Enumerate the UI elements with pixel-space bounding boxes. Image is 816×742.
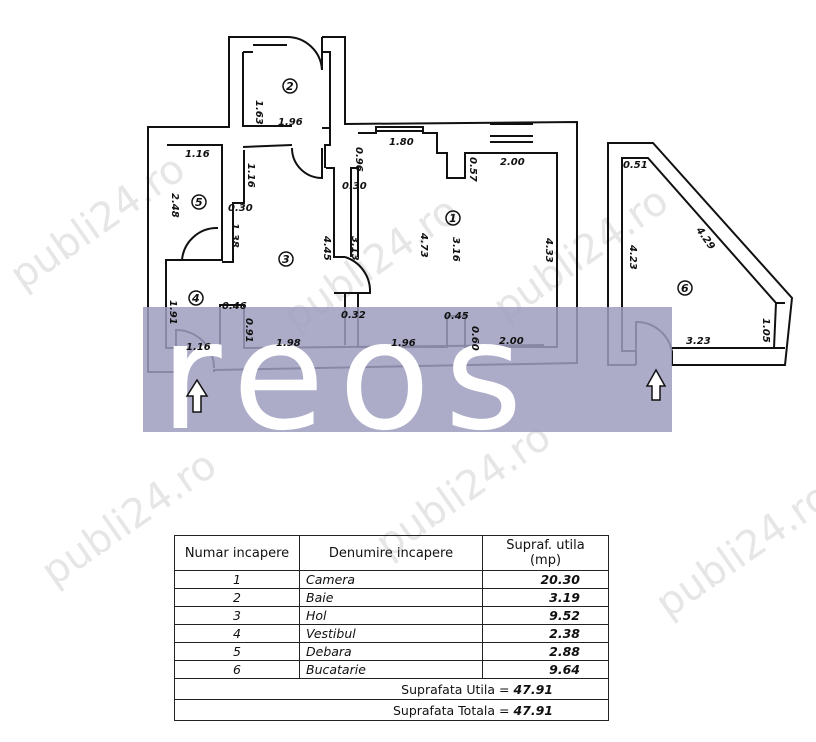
svg-text:0.91: 0.91 [243, 318, 254, 343]
total-utila-row: Suprafata Utila = 47.91 [174, 678, 609, 700]
svg-text:0.46: 0.46 [222, 301, 247, 312]
svg-text:0.30: 0.30 [342, 181, 367, 192]
svg-text:1.16: 1.16 [185, 149, 210, 160]
svg-text:4.73: 4.73 [418, 232, 429, 258]
svg-text:reos: reos [160, 290, 537, 464]
room-numbers: 2 1 3 4 5 6 [188, 78, 693, 306]
svg-text:3: 3 [282, 253, 290, 266]
svg-text:publi24.ro: publi24.ro [647, 474, 816, 628]
svg-text:1.05: 1.05 [760, 318, 771, 343]
reos-logo-watermark: reos [143, 290, 672, 464]
door-storage [181, 226, 219, 261]
svg-text:4.29: 4.29 [693, 225, 717, 252]
svg-text:3.16: 3.16 [450, 237, 461, 262]
door-hall [291, 147, 323, 180]
svg-text:0.32: 0.32 [341, 310, 366, 321]
svg-text:0.57: 0.57 [467, 157, 478, 182]
svg-text:3.23: 3.23 [686, 336, 711, 347]
svg-text:4: 4 [191, 292, 200, 305]
svg-text:4.45: 4.45 [321, 235, 332, 261]
svg-text:2.00: 2.00 [500, 157, 525, 168]
svg-text:4.23: 4.23 [627, 244, 638, 270]
table-header: Numar incapere Denumire incapere Supraf.… [174, 535, 609, 571]
svg-text:2.48: 2.48 [169, 193, 180, 218]
door-room [344, 256, 372, 294]
dimension-labels: 1.63 1.96 1.16 1.16 2.48 0.30 1.38 4.45 … [167, 100, 771, 353]
svg-text:publi24.ro: publi24.ro [2, 145, 194, 299]
svg-text:1.80: 1.80 [389, 137, 414, 148]
svg-text:2: 2 [286, 80, 294, 93]
svg-text:0.60: 0.60 [469, 326, 480, 351]
svg-text:4.33: 4.33 [543, 237, 554, 263]
door-bath [286, 35, 323, 71]
svg-text:1.63: 1.63 [253, 100, 264, 125]
svg-text:1.91: 1.91 [167, 300, 178, 325]
kitchen-entrance-arrow-icon [645, 368, 667, 401]
svg-text:1.16: 1.16 [186, 342, 211, 353]
svg-text:2.00: 2.00 [499, 336, 524, 347]
svg-text:1.98: 1.98 [276, 338, 301, 349]
svg-text:1: 1 [449, 212, 457, 225]
header-area: Supraf. utila (mp) [482, 535, 609, 571]
room-area-table: Numar incapere Denumire incapere Supraf.… [174, 535, 609, 721]
svg-text:0.51: 0.51 [623, 160, 648, 171]
svg-text:5: 5 [195, 196, 203, 209]
header-room-name: Denumire incapere [299, 535, 483, 571]
svg-text:3.13: 3.13 [349, 236, 360, 261]
header-room-number: Numar incapere [174, 535, 300, 571]
svg-text:6: 6 [681, 282, 689, 295]
svg-text:0.45: 0.45 [444, 311, 469, 322]
entrance-arrow-icon [185, 378, 209, 413]
svg-text:1.96: 1.96 [278, 117, 303, 128]
svg-text:1.16: 1.16 [245, 163, 256, 188]
svg-text:0.96: 0.96 [353, 147, 364, 172]
svg-text:0.30: 0.30 [228, 203, 253, 214]
svg-text:1.96: 1.96 [391, 338, 416, 349]
total-totala-row: Suprafata Totala = 47.91 [174, 699, 609, 721]
svg-text:1.38: 1.38 [229, 223, 240, 248]
